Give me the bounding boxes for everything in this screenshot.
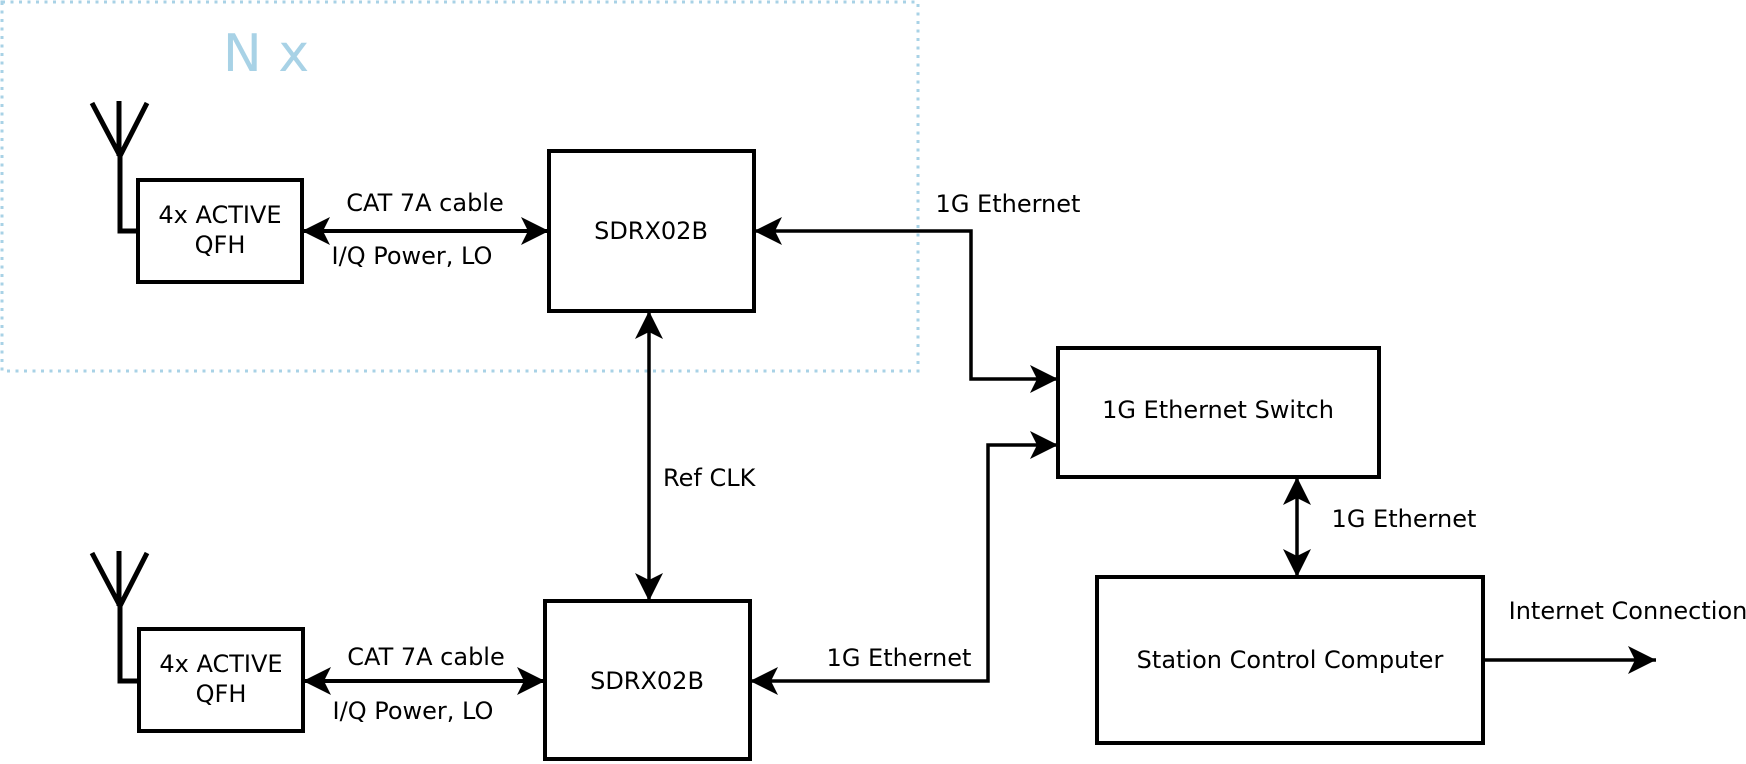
node-qfh-bottom: [137, 627, 305, 733]
qfh-bottom-label-line1: 4x ACTIVE: [159, 650, 282, 678]
antenna-top-icon: [89, 101, 150, 234]
sdrx-bottom-label: SDRX02B: [590, 667, 704, 695]
sdrx-top-label: SDRX02B: [594, 217, 708, 245]
eth-bottom-label: 1G Ethernet: [827, 644, 972, 672]
node-station-computer: [1095, 575, 1485, 745]
edge-eth-bottom-arrow: [750, 431, 1058, 695]
station-computer-label: Station Control Computer: [1137, 646, 1444, 674]
internet-connection-label: Internet Connection: [1509, 597, 1746, 625]
cat7a-bottom-label: CAT 7A cable: [347, 643, 505, 671]
replication-group-box: [0, 0, 920, 373]
iq-power-bottom-label: I/Q Power, LO: [333, 697, 494, 725]
antenna-bottom-icon: [89, 551, 150, 684]
qfh-top-label-line2: QFH: [195, 231, 246, 259]
eth-switch-pc-label: 1G Ethernet: [1332, 505, 1477, 533]
qfh-top-label-line1: 4x ACTIVE: [158, 201, 281, 229]
eth-top-label: 1G Ethernet: [936, 190, 1081, 218]
ref-clk-label: Ref CLK: [663, 464, 757, 492]
cat7a-top-label: CAT 7A cable: [346, 189, 504, 217]
ethernet-switch-label: 1G Ethernet Switch: [1102, 396, 1334, 424]
iq-power-top-label: I/Q Power, LO: [332, 242, 493, 270]
group-multiplier-label: N x: [223, 24, 309, 84]
edge-eth-top-arrow: [754, 217, 1058, 393]
qfh-bottom-label-line2: QFH: [196, 680, 247, 708]
node-ethernet-switch: [1056, 346, 1381, 479]
